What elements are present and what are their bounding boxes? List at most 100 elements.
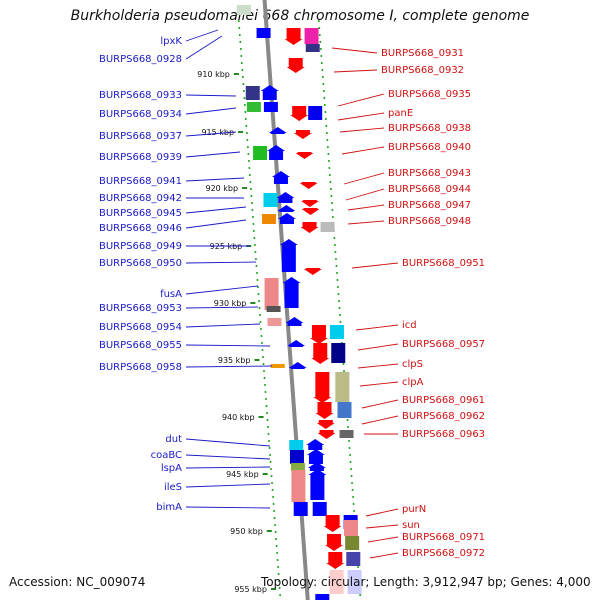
gene-feature[interactable] [263, 193, 278, 207]
gene-feature[interactable] [339, 430, 354, 438]
gene-feature-reverse[interactable] [326, 552, 345, 569]
gene-feature[interactable] [315, 594, 330, 600]
gene-label-right[interactable]: BURPS668_0948 [388, 216, 471, 227]
gene-label-right[interactable]: sun [402, 520, 420, 531]
gene-label-right[interactable]: BURPS668_0947 [388, 200, 471, 211]
gene-label-left[interactable]: BURPS668_0934 [99, 109, 182, 120]
gene-feature[interactable] [266, 306, 281, 312]
gene-feature-forward[interactable] [282, 277, 301, 308]
gene-feature[interactable] [320, 222, 335, 232]
gene-label-left[interactable]: BURPS668_0950 [99, 258, 182, 269]
gene-feature[interactable] [347, 570, 362, 594]
gene-label-left[interactable]: BURPS668_0933 [99, 90, 182, 101]
gene-label-right[interactable]: BURPS668_0971 [402, 532, 485, 543]
gene-label-left[interactable]: coaBC [151, 450, 182, 461]
gene-label-right[interactable]: BURPS668_0951 [402, 258, 485, 269]
gene-label-right[interactable]: BURPS668_0961 [402, 395, 485, 406]
gene-feature[interactable] [345, 536, 360, 550]
gene-label-left[interactable]: BURPS668_0955 [99, 340, 182, 351]
gene-feature[interactable] [256, 28, 271, 38]
gene-label-left[interactable]: BURPS668_0942 [99, 193, 182, 204]
gene-feature-forward[interactable] [271, 171, 290, 184]
gene-feature-forward[interactable] [287, 340, 306, 347]
gene-feature-reverse[interactable] [313, 372, 332, 403]
gene-feature[interactable] [289, 450, 304, 464]
gene-feature-reverse[interactable] [293, 130, 312, 139]
gene-feature[interactable] [337, 402, 352, 418]
gene-label-right[interactable]: clpS [402, 359, 423, 370]
gene-feature-forward[interactable] [285, 317, 304, 326]
gene-feature-reverse[interactable] [300, 200, 319, 207]
gene-feature[interactable] [329, 325, 344, 339]
gene-feature-forward[interactable] [260, 85, 279, 100]
gene-feature[interactable] [289, 440, 304, 450]
gene-feature[interactable] [263, 102, 278, 112]
gene-feature[interactable] [261, 214, 276, 224]
gene-feature-reverse[interactable] [284, 28, 303, 45]
gene-label-left[interactable]: BURPS668_0946 [99, 223, 182, 234]
gene-feature-forward[interactable] [276, 192, 295, 203]
gene-label-right[interactable]: clpA [402, 377, 424, 388]
gene-feature[interactable] [344, 520, 358, 536]
gene-label-left[interactable]: fusA [160, 289, 182, 300]
gene-label-left[interactable]: BURPS668_0937 [99, 131, 182, 142]
gene-label-left[interactable]: lspA [161, 463, 182, 474]
gene-feature[interactable] [293, 502, 308, 516]
gene-label-right[interactable]: BURPS668_0931 [381, 48, 464, 59]
gene-feature-reverse[interactable] [316, 420, 335, 429]
gene-label-right[interactable]: BURPS668_0938 [388, 123, 471, 134]
gene-feature-forward[interactable] [306, 449, 325, 464]
gene-feature-reverse[interactable] [301, 208, 320, 215]
gene-feature[interactable] [291, 470, 306, 502]
gene-label-right[interactable]: panE [388, 108, 413, 119]
gene-feature[interactable] [335, 372, 350, 402]
gene-feature-reverse[interactable] [325, 534, 344, 551]
gene-feature[interactable] [270, 364, 285, 368]
gene-feature-forward[interactable] [277, 205, 296, 212]
gene-feature[interactable] [312, 502, 327, 516]
gene-feature-forward[interactable] [308, 469, 327, 500]
gene-label-right[interactable]: BURPS668_0932 [381, 65, 464, 76]
gene-label-right[interactable]: icd [402, 320, 417, 331]
gene-feature-forward[interactable] [279, 239, 298, 272]
gene-label-left[interactable]: ileS [164, 482, 182, 493]
gene-feature-forward[interactable] [306, 439, 325, 450]
gene-feature[interactable] [329, 570, 344, 594]
gene-label-left[interactable]: BURPS668_0945 [99, 208, 182, 219]
gene-feature[interactable] [331, 343, 346, 363]
gene-feature-reverse[interactable] [311, 343, 330, 364]
gene-feature[interactable] [308, 106, 323, 120]
gene-label-left[interactable]: bimA [156, 502, 182, 513]
gene-feature[interactable] [267, 318, 282, 326]
gene-feature-reverse[interactable] [309, 325, 328, 344]
gene-label-right[interactable]: BURPS668_0935 [388, 89, 471, 100]
gene-label-left[interactable]: BURPS668_0958 [99, 362, 182, 373]
gene-feature-reverse[interactable] [290, 106, 309, 121]
gene-label-left[interactable]: BURPS668_0939 [99, 152, 182, 163]
gene-label-right[interactable]: purN [402, 504, 426, 515]
gene-feature-reverse[interactable] [295, 152, 314, 159]
gene-feature-forward[interactable] [267, 145, 286, 160]
gene-feature-reverse[interactable] [286, 58, 305, 73]
gene-feature-forward[interactable] [288, 362, 307, 369]
gene-feature-forward[interactable] [307, 462, 326, 471]
gene-label-left[interactable]: BURPS668_0928 [99, 54, 182, 65]
gene-label-right[interactable]: BURPS668_0957 [402, 339, 485, 350]
gene-label-left[interactable]: BURPS668_0953 [99, 303, 182, 314]
gene-label-right[interactable]: BURPS668_0972 [402, 548, 485, 559]
gene-feature[interactable] [346, 552, 361, 566]
gene-label-left[interactable]: BURPS668_0954 [99, 322, 182, 333]
gene-feature-reverse[interactable] [303, 268, 322, 275]
gene-feature[interactable] [245, 86, 260, 100]
gene-label-left[interactable]: dut [165, 434, 182, 445]
gene-feature[interactable] [304, 28, 319, 44]
gene-feature-reverse[interactable] [299, 182, 318, 189]
gene-feature[interactable] [246, 102, 261, 112]
gene-label-right[interactable]: BURPS668_0940 [388, 142, 471, 153]
gene-label-right[interactable]: BURPS668_0962 [402, 411, 485, 422]
gene-feature-forward[interactable] [277, 213, 296, 224]
gene-feature-reverse[interactable] [323, 515, 342, 532]
gene-label-right[interactable]: BURPS668_0963 [402, 429, 485, 440]
